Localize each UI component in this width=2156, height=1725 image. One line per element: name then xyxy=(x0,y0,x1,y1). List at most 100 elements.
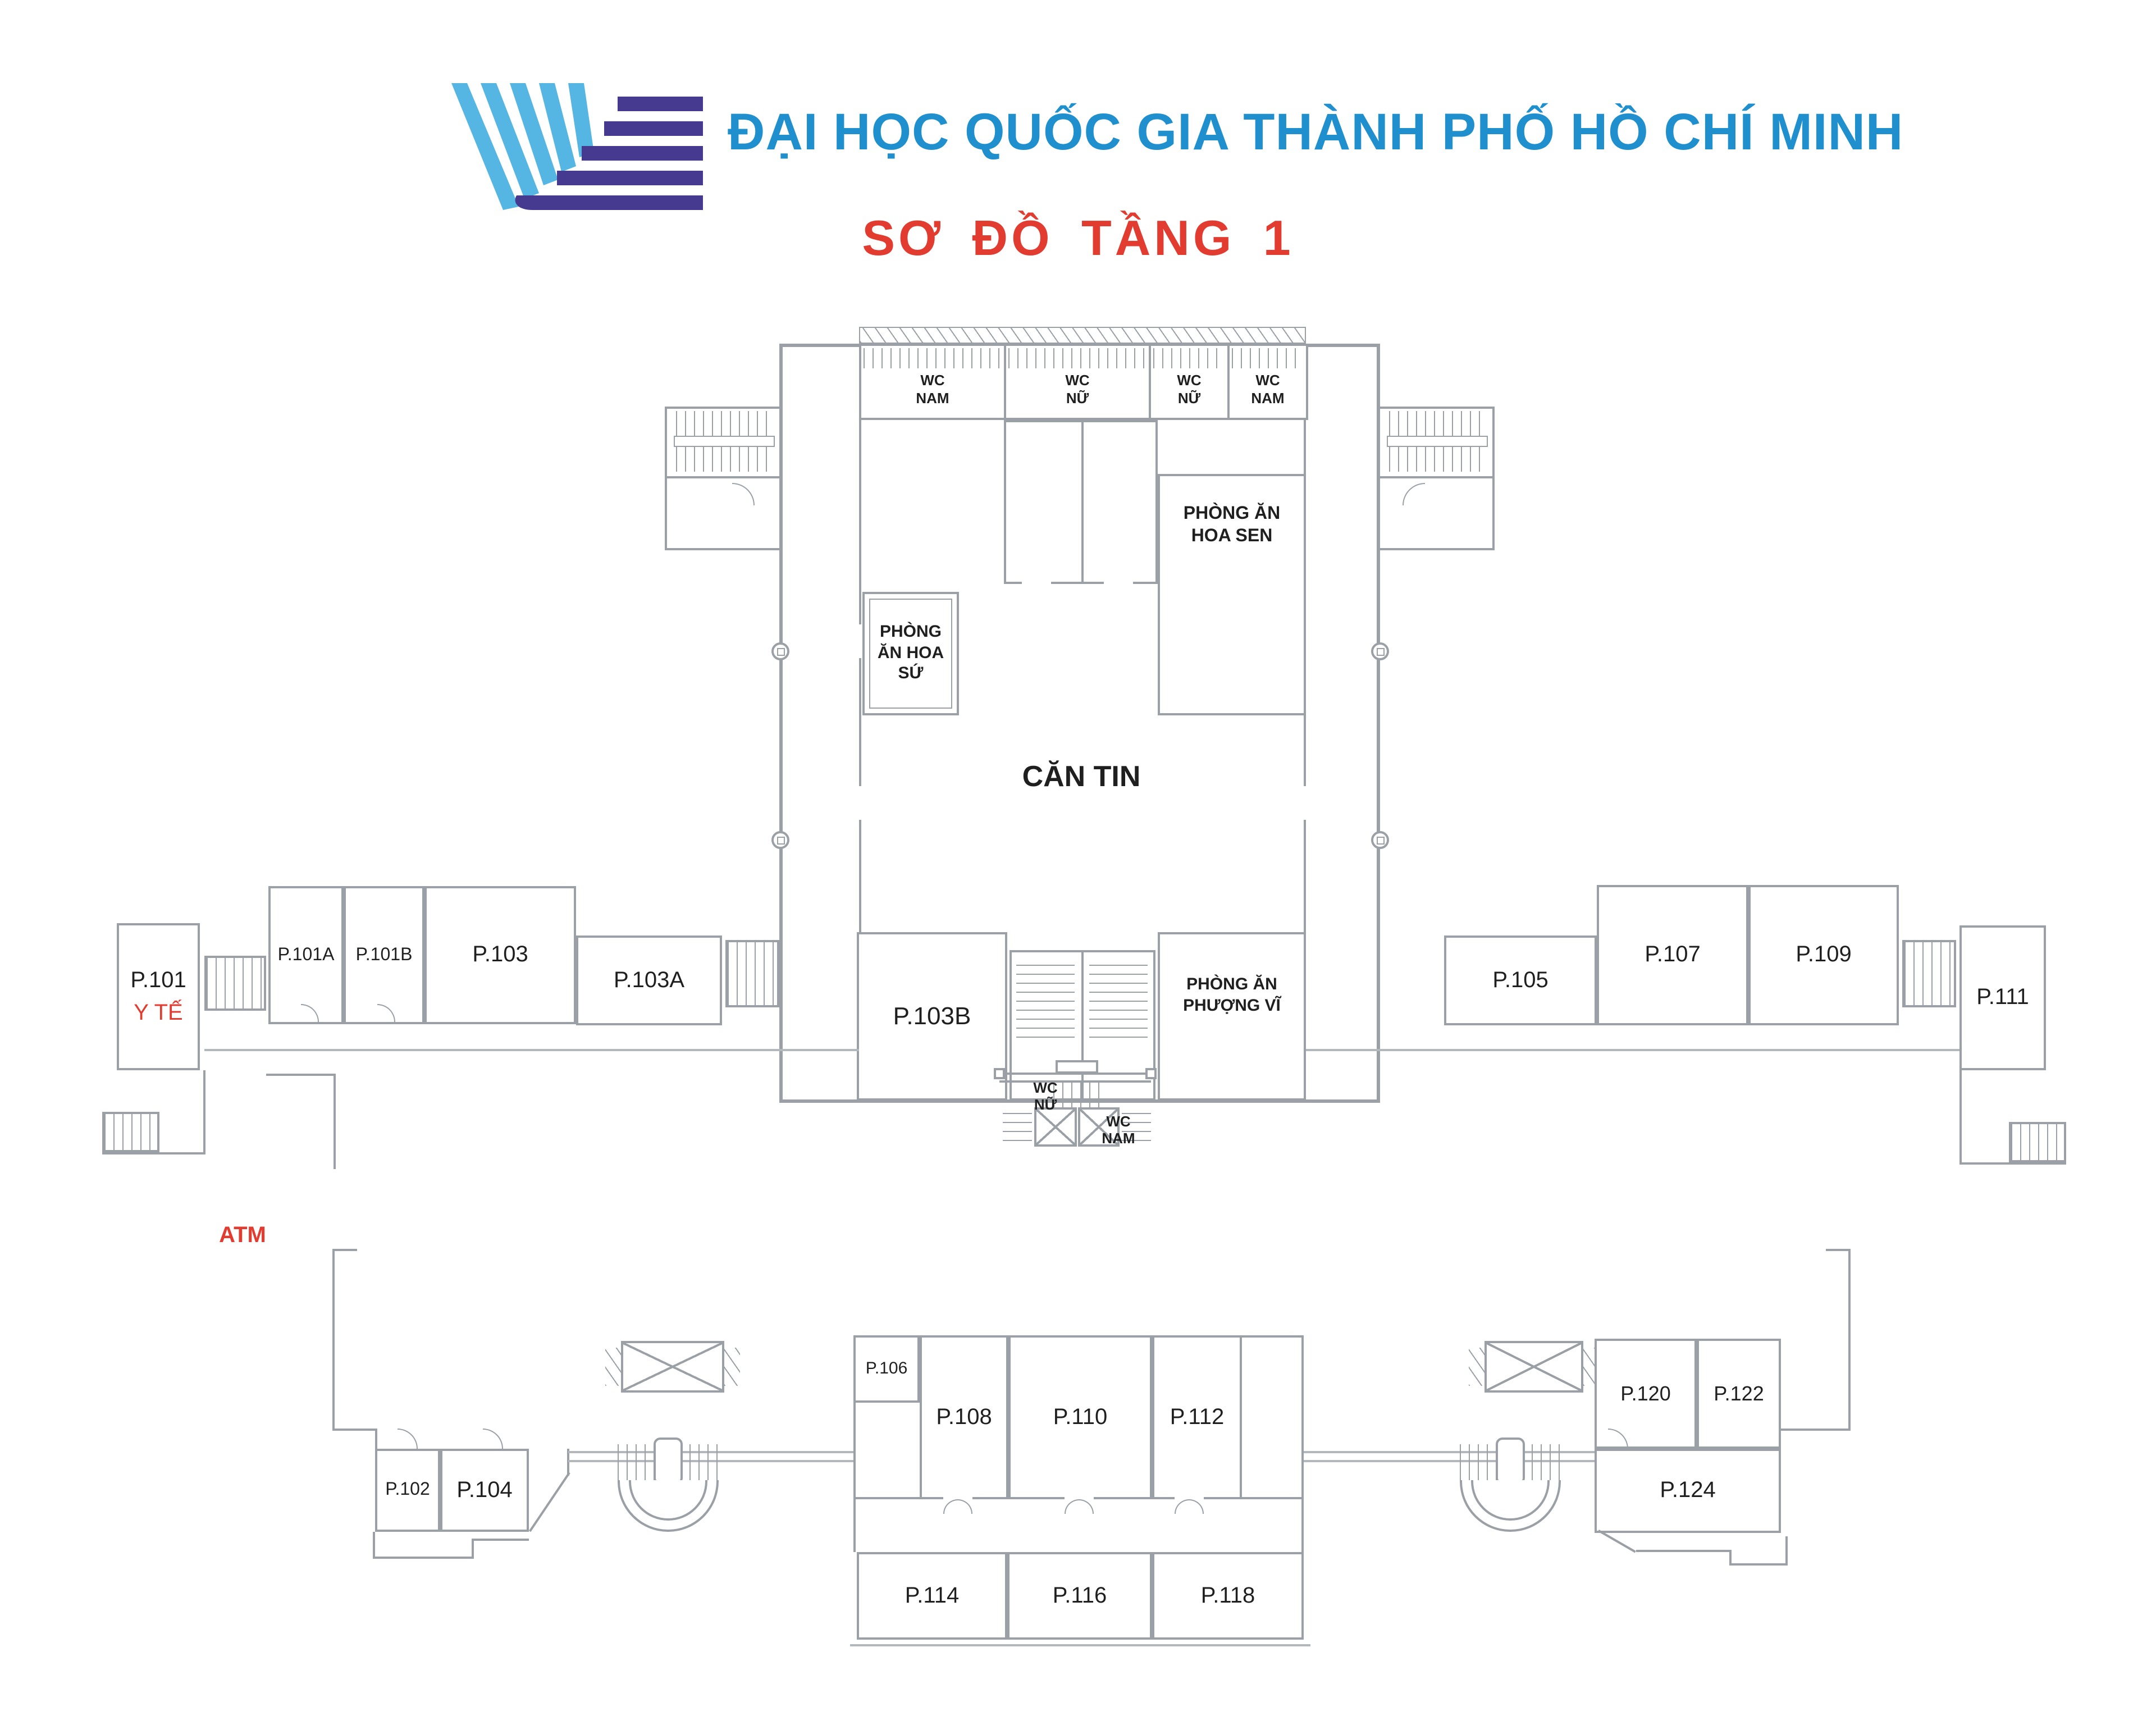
boundary-wall xyxy=(332,1249,335,1429)
door-gap xyxy=(1104,579,1133,584)
room-p101b: P.101B xyxy=(344,886,424,1024)
room-p106: P.106 xyxy=(853,1335,920,1403)
boundary-wall xyxy=(1848,1249,1851,1429)
door-arc xyxy=(483,1429,503,1449)
room-p116: P.116 xyxy=(1007,1552,1152,1640)
stairs-center-left xyxy=(1003,1110,1032,1141)
wall-segment xyxy=(334,1074,336,1169)
wc-stall-hatch xyxy=(1153,348,1225,368)
room-phong-an-hoa-su: PHÒNG ĂN HOA SỨ xyxy=(862,592,959,715)
stairs-right-outer xyxy=(2009,1122,2066,1162)
vnu-hcm-logo xyxy=(451,83,703,210)
room-p108: P.108 xyxy=(920,1335,1008,1499)
room-label-wc-nam: WC NAM xyxy=(1102,1113,1135,1147)
room-label: WC NAM xyxy=(1251,371,1285,407)
room-label-can-tin: CĂN TIN xyxy=(1022,759,1141,793)
boundary-wall xyxy=(375,1429,377,1449)
stairs-atm xyxy=(102,1112,159,1152)
stairs-center xyxy=(1053,1083,1104,1110)
room-phong-an-hoa-sen: PHÒNG ĂN HOA SEN xyxy=(1158,474,1306,715)
wall-segment xyxy=(373,1557,472,1559)
shaft-wall-hatch xyxy=(605,1348,621,1386)
door-gap xyxy=(1175,1495,1204,1502)
wall-segment xyxy=(999,1073,1151,1075)
wall-cap xyxy=(1145,1068,1157,1079)
boundary-wall xyxy=(1826,1249,1851,1251)
room-p110: P.110 xyxy=(1008,1335,1152,1499)
outer-edge xyxy=(850,1644,1310,1646)
room-label: P.112 xyxy=(1170,1404,1225,1429)
stair-landing xyxy=(654,1438,683,1485)
room-phong-an-phuong-vi: PHÒNG ĂN PHƯỢNG VĨ xyxy=(1158,932,1306,1101)
entry-bump xyxy=(1056,1060,1098,1074)
wc-stalls xyxy=(1089,957,1148,1038)
wall-segment xyxy=(1959,1162,2066,1165)
room-p101: P.101 Y TẾ xyxy=(117,923,200,1070)
stairs-center-right xyxy=(1122,1110,1151,1141)
door-gap xyxy=(858,624,862,658)
wall-segment xyxy=(102,1152,205,1154)
door-gap xyxy=(1022,579,1051,584)
corridor-wall xyxy=(1304,1451,1595,1453)
room-label: P.108 xyxy=(936,1404,992,1429)
room-label: P.114 xyxy=(905,1583,960,1608)
room-p107: P.107 xyxy=(1597,885,1748,1025)
room-label: P.106 xyxy=(865,1358,908,1378)
column xyxy=(1371,642,1389,660)
stair-landing xyxy=(1496,1438,1525,1485)
wall-segment xyxy=(1959,1070,1962,1162)
room-wc-nam-right: WC NAM xyxy=(1227,344,1308,420)
room-label-y-te: Y TẾ xyxy=(134,1000,183,1025)
room-label: P.110 xyxy=(1053,1404,1108,1429)
column xyxy=(1371,831,1389,849)
room-label: P.111 xyxy=(1976,985,2029,1010)
room-p103: P.103 xyxy=(424,886,576,1024)
room-label: P.103A xyxy=(613,968,685,992)
room-p104: P.104 xyxy=(440,1449,529,1532)
boundary-wall xyxy=(1781,1429,1851,1431)
elevator-shaft xyxy=(1484,1341,1583,1393)
room-p109: P.109 xyxy=(1748,885,1899,1025)
wc-stalls xyxy=(1016,957,1075,1038)
wall-segment xyxy=(203,1070,205,1152)
room-label: P.124 xyxy=(1660,1478,1716,1503)
wc-stall-hatch xyxy=(1232,348,1304,368)
room-label: P.105 xyxy=(1492,968,1549,992)
room-label: PHÒNG ĂN HOA SEN xyxy=(1183,504,1281,546)
wall-segment xyxy=(472,1539,529,1541)
room-wc-nu-right: WC NỮ xyxy=(1149,344,1230,420)
room-p101a: P.101A xyxy=(268,886,344,1024)
room-p112: P.112 xyxy=(1152,1335,1242,1499)
walkway-edge-right xyxy=(1306,1049,1959,1051)
wall-segment xyxy=(1378,476,1495,478)
wall-cap xyxy=(994,1068,1005,1079)
elevator-shaft xyxy=(621,1341,724,1393)
wall-segment xyxy=(999,1080,1151,1083)
wall-segment xyxy=(665,476,782,478)
wall-segment xyxy=(1729,1563,1788,1566)
room-label: PHÒNG ĂN PHƯỢNG VĨ xyxy=(1183,975,1281,1015)
angled-wall xyxy=(529,1472,570,1532)
room-label: P.103B xyxy=(893,1002,971,1030)
column xyxy=(771,642,789,660)
room-label: P.104 xyxy=(456,1477,513,1502)
room-label: P.101A xyxy=(277,945,335,964)
room-wc-nam-left: WC NAM xyxy=(859,344,1006,420)
room-label: P.120 xyxy=(1620,1382,1671,1405)
wall-segment xyxy=(1785,1536,1788,1566)
room-label: WC NỮ xyxy=(1177,371,1202,407)
room-label: PHÒNG ĂN HOA SỨ xyxy=(877,622,944,683)
room-label: P.103 xyxy=(472,942,528,967)
shaft-wall-hatch xyxy=(724,1348,740,1386)
boundary-wall xyxy=(332,1429,377,1431)
room-label: P.102 xyxy=(385,1480,430,1499)
corridor-wall xyxy=(1304,1460,1595,1462)
room-p124: P.124 xyxy=(1595,1449,1781,1533)
room-p111: P.111 xyxy=(1959,925,2046,1070)
room-label-wc-nu: WC NỮ xyxy=(1033,1079,1058,1113)
room-p103b: P.103B xyxy=(857,932,1007,1101)
wc-stall-hatch xyxy=(864,348,1002,368)
door-arc xyxy=(398,1429,418,1449)
